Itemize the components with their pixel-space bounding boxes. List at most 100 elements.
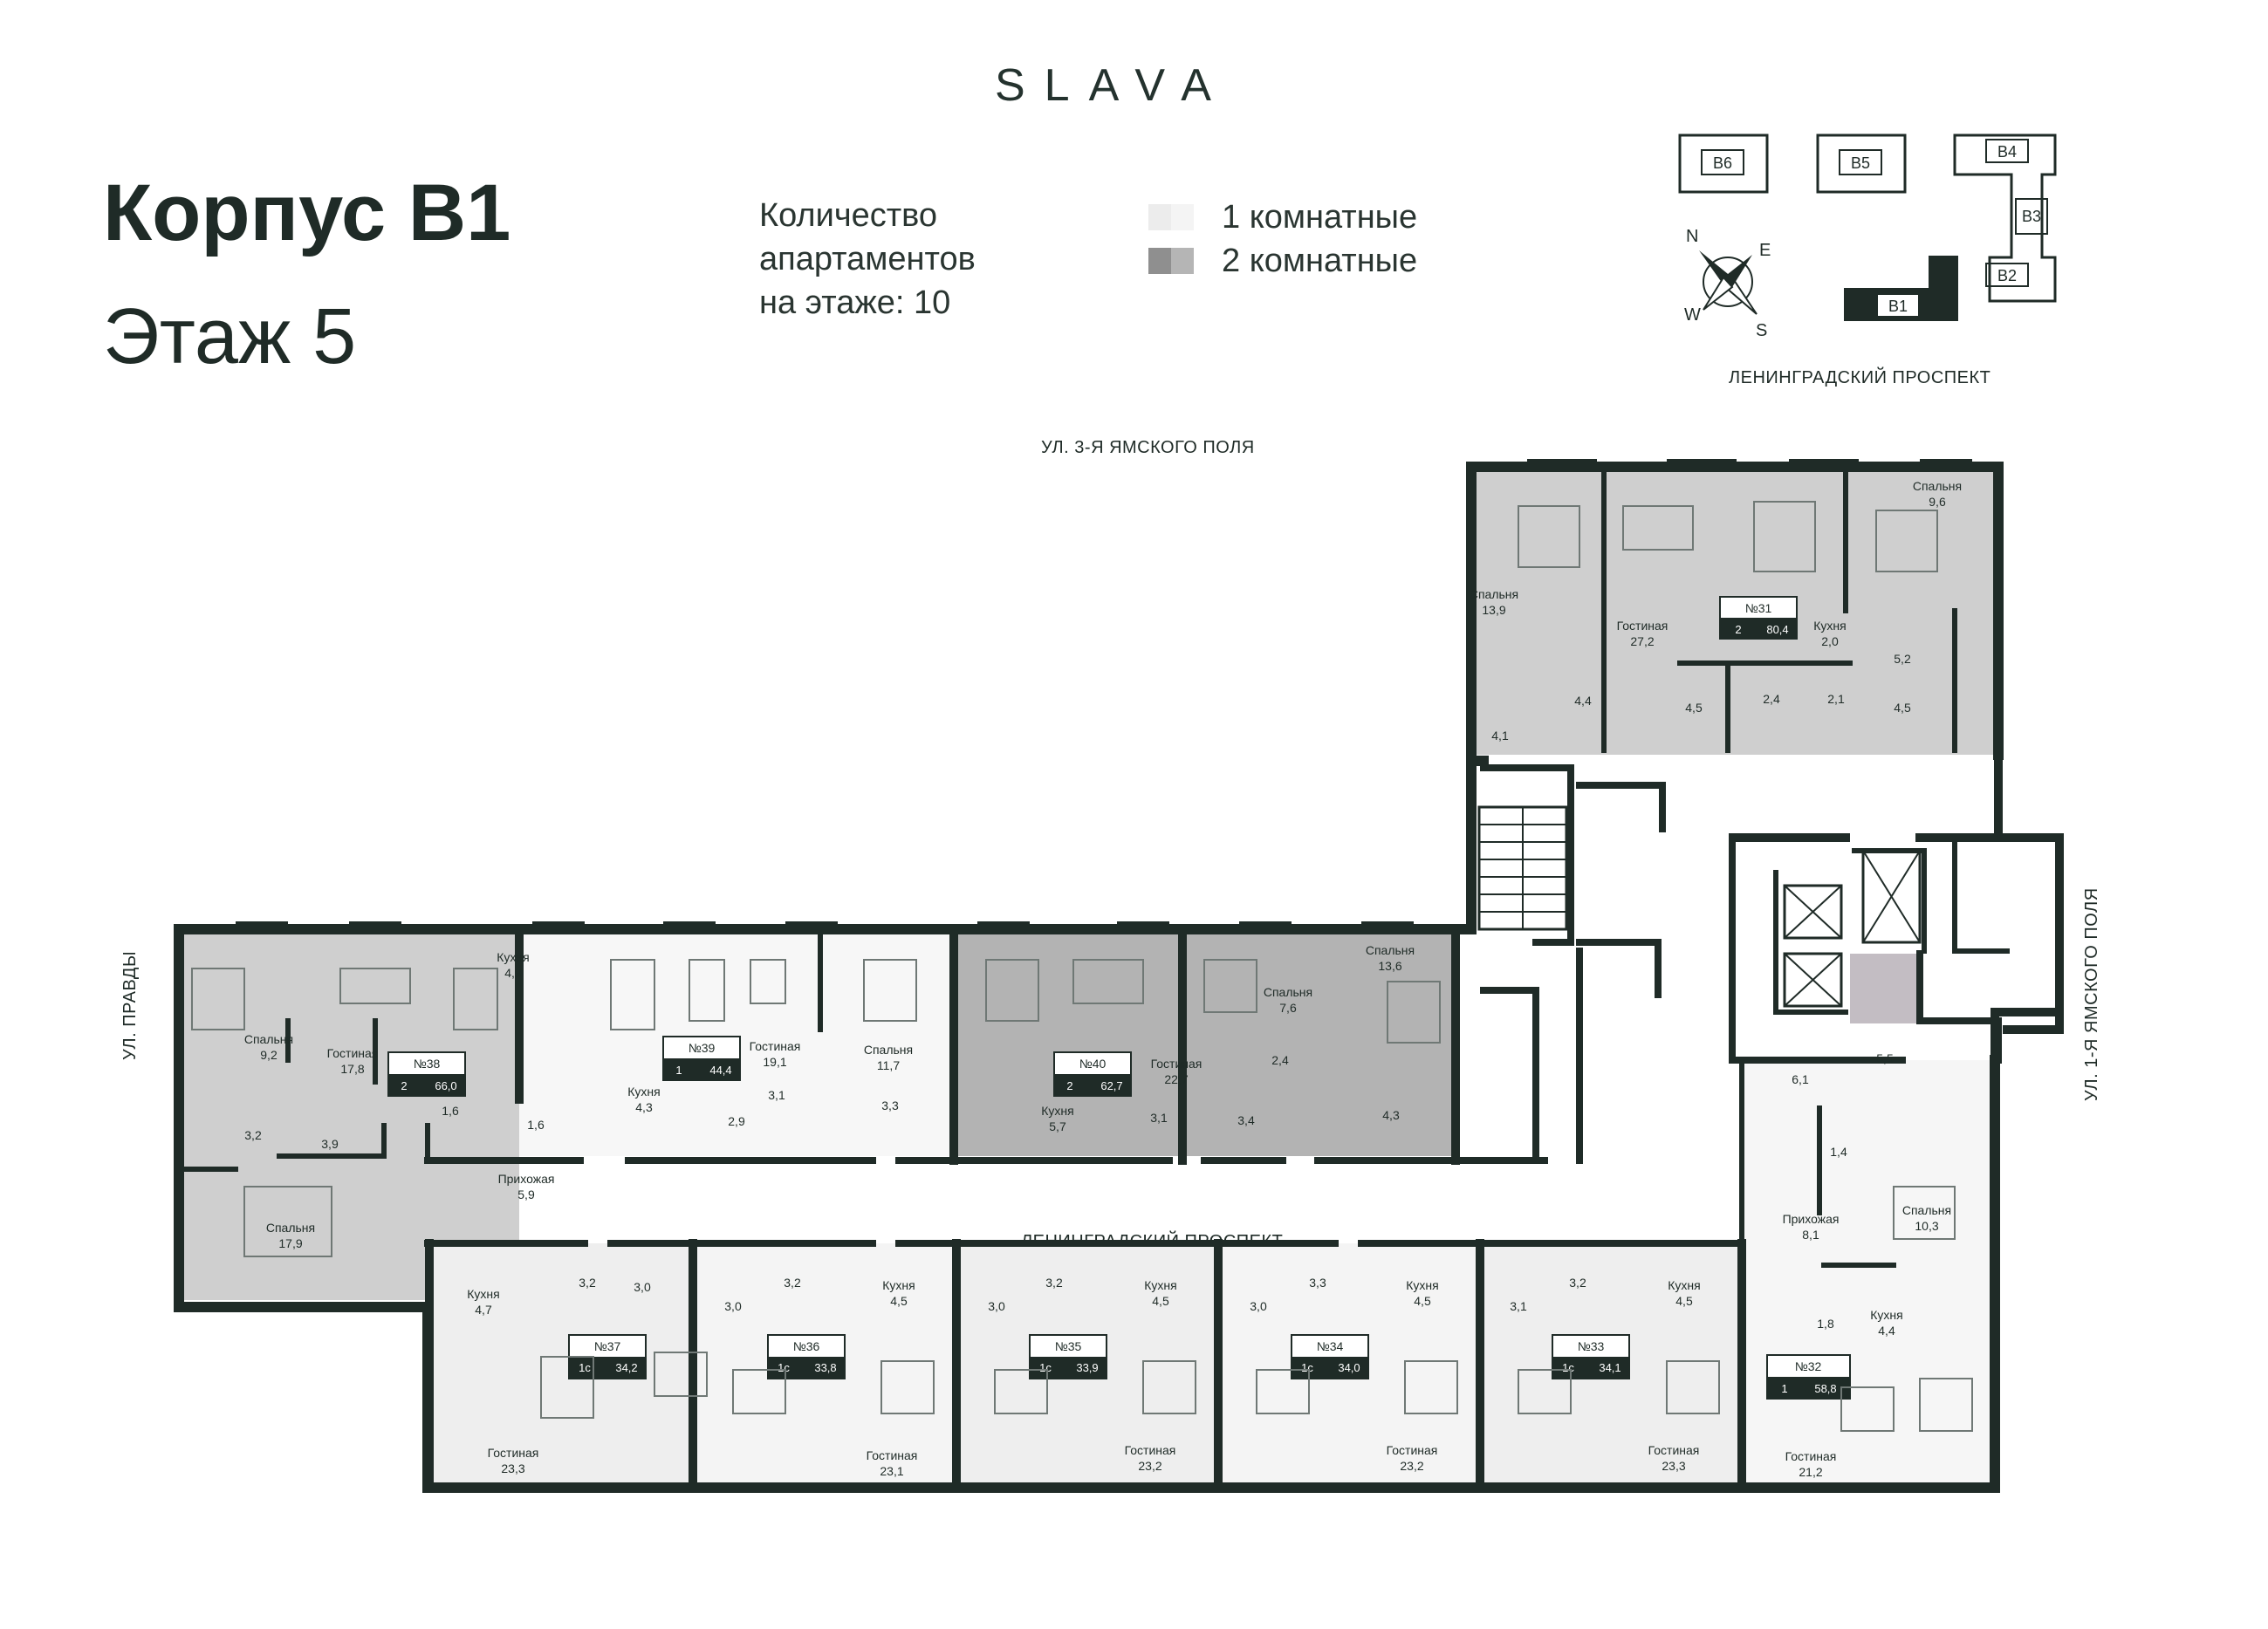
svg-text:33,9: 33,9	[1076, 1361, 1098, 1374]
key-building-b6	[1678, 133, 1769, 194]
room-area: 23,2	[1138, 1459, 1161, 1473]
apt-tag-31: №31 2 80,4	[1719, 596, 1798, 640]
room-area: 4,9	[504, 966, 522, 980]
room-name: Спальня	[1913, 479, 1962, 493]
room-area: 23,3	[501, 1461, 524, 1475]
room-name: Гостиная	[1648, 1443, 1700, 1457]
area-value: 6,1	[1792, 1072, 1809, 1086]
room-name: Спальня	[1366, 943, 1415, 957]
room-name: Гостиная	[1151, 1057, 1203, 1071]
svg-text:1: 1	[1781, 1382, 1787, 1395]
room-name: Прихожая	[498, 1172, 555, 1186]
area-value: 4,1	[1491, 729, 1509, 743]
fill-apt-40	[958, 934, 1456, 1156]
apt-tag-38: №38 2 66,0	[387, 1051, 466, 1097]
area-value: 1,6	[527, 1118, 545, 1132]
stairs-icon	[1477, 805, 1568, 931]
fill-apt-38	[179, 934, 519, 1300]
room-area: 23,2	[1400, 1459, 1423, 1473]
floor-title: Этаж 5	[103, 293, 357, 380]
svg-text:1с: 1с	[778, 1361, 790, 1374]
svg-text:62,7: 62,7	[1100, 1079, 1122, 1092]
brand-logo: SLAVA	[995, 60, 1230, 111]
svg-text:80,4: 80,4	[1766, 623, 1788, 636]
svg-text:№37: №37	[594, 1339, 621, 1353]
key-building-b4-label: В4	[1997, 143, 2017, 161]
svg-text:№31: №31	[1745, 601, 1772, 615]
area-value: 3,2	[244, 1128, 262, 1142]
room-name: Спальня	[1264, 985, 1312, 999]
apartment-tags: №31 2 80,4 №32 1 58,8 №33 1с 34,1 №34 1с…	[387, 596, 1851, 1400]
furniture	[191, 501, 1973, 1432]
fill-apt-32	[1742, 1060, 1995, 1485]
area-value: 4,5	[1685, 701, 1703, 715]
room-area: 9,2	[260, 1048, 278, 1062]
apt-tag-40: №40 2 62,7	[1053, 1051, 1132, 1097]
svg-text:1: 1	[675, 1064, 682, 1077]
svg-text:1с: 1с	[1039, 1361, 1052, 1374]
room-name: Кухня	[1041, 1104, 1073, 1118]
room-area: 8,1	[1802, 1228, 1819, 1242]
apartment-fills	[179, 467, 1997, 1485]
apt-tag-33: №33 1с 34,1	[1552, 1334, 1630, 1379]
area-value: 1,4	[1830, 1145, 1847, 1159]
area-value: 3,0	[724, 1299, 742, 1313]
svg-text:34,1: 34,1	[1599, 1361, 1620, 1374]
svg-text:2: 2	[1735, 623, 1741, 636]
elevator-icon	[1783, 849, 1922, 1008]
room-name: Гостиная	[1785, 1449, 1837, 1463]
svg-text:№33: №33	[1578, 1339, 1605, 1353]
area-value: 2,9	[728, 1114, 745, 1128]
legend-label: 1 комнатные	[1222, 198, 1418, 236]
legend-one-room: 1 комнатные	[1148, 199, 1417, 236]
area-value: 3,1	[1150, 1111, 1168, 1125]
room-name: Кухня	[467, 1287, 499, 1301]
room-area: 13,6	[1378, 959, 1401, 973]
room-name: Кухня	[1813, 619, 1846, 633]
key-building-b3-label-box	[2015, 198, 2048, 235]
svg-text:№40: №40	[1079, 1057, 1107, 1071]
svg-text:№38: №38	[414, 1057, 441, 1071]
room-area: 4,3	[635, 1100, 653, 1114]
key-building-b1	[1844, 256, 1958, 321]
legend-swatch-dark-2	[1171, 248, 1194, 274]
room-name: Прихожая	[1783, 1212, 1840, 1226]
room-name: Кухня	[1668, 1278, 1700, 1292]
area-value: 3,0	[1250, 1299, 1267, 1313]
area-value: 4,4	[1574, 694, 1592, 708]
area-value: 4,5	[1894, 701, 1911, 715]
room-area: 17,8	[340, 1062, 364, 1076]
key-building-b4-label-box	[1985, 139, 2029, 163]
area-value: 3,4	[1237, 1113, 1255, 1127]
room-name: Кухня	[627, 1085, 660, 1099]
apartment-count-line3: на этаже: 10	[759, 284, 951, 321]
room-name: Гостиная	[1387, 1443, 1438, 1457]
key-building-b2-label: В2	[1997, 267, 2017, 284]
room-name: Гостиная	[1125, 1443, 1176, 1457]
apartment-count-line2: апартаментов	[759, 241, 976, 277]
room-name: Гостиная	[327, 1046, 379, 1060]
area-value: 3,3	[1309, 1276, 1326, 1290]
svg-text:33,8: 33,8	[814, 1361, 836, 1374]
compass-e: E	[1759, 241, 1771, 260]
room-name: Кухня	[1144, 1278, 1176, 1292]
room-area: 19,1	[763, 1055, 786, 1069]
room-name: Гостиная	[488, 1446, 539, 1460]
key-plan-street: ЛЕНИНГРАДСКИЙ ПРОСПЕКТ	[1729, 368, 1991, 387]
svg-text:2: 2	[1066, 1079, 1072, 1092]
svg-text:№32: №32	[1795, 1359, 1822, 1373]
apt-tag-36: №36 1с 33,8	[767, 1334, 846, 1379]
area-value: 3,9	[321, 1137, 339, 1151]
room-name: Кухня	[1406, 1278, 1438, 1292]
compass-n: N	[1686, 227, 1698, 246]
room-name: Гостиная	[867, 1448, 918, 1462]
area-value: 2,4	[1271, 1053, 1289, 1067]
area-value: 3,2	[1045, 1276, 1063, 1290]
key-building-b5	[1816, 133, 1907, 194]
area-value: 3,3	[881, 1099, 899, 1112]
room-name: Гостиная	[1617, 619, 1668, 633]
svg-text:44,4: 44,4	[709, 1064, 731, 1077]
key-building-b6-label-box	[1701, 149, 1744, 175]
